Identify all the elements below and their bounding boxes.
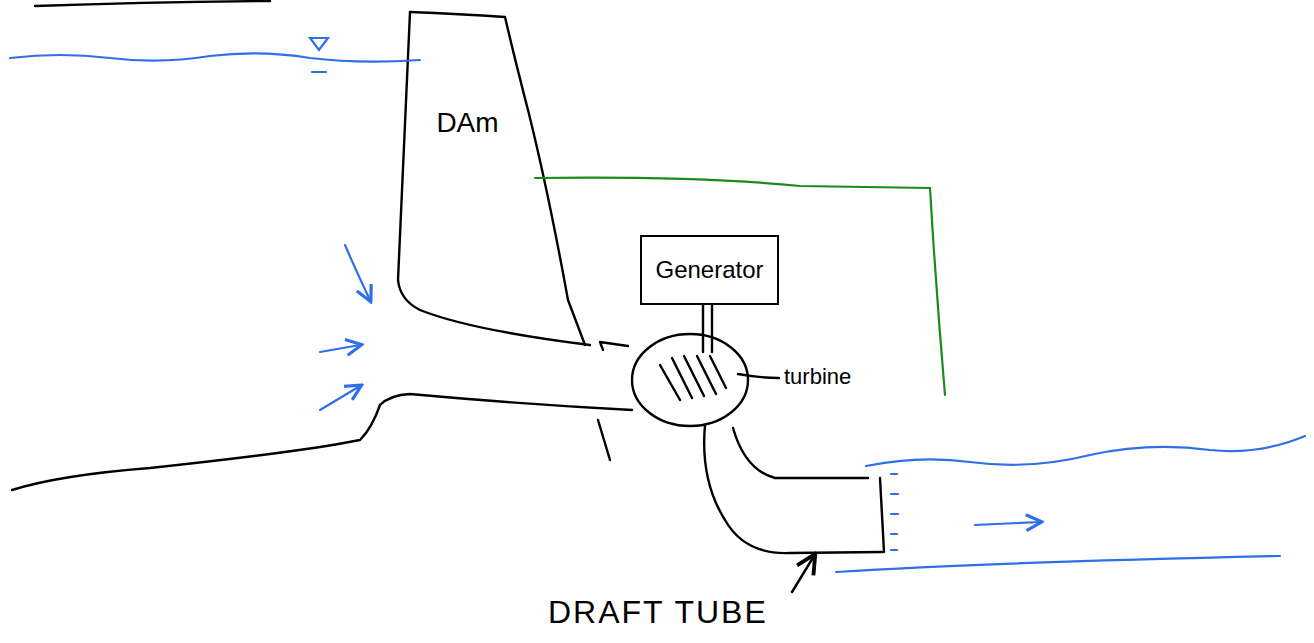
shaft — [703, 305, 712, 352]
penstock-bottom — [380, 394, 632, 410]
leader-line — [738, 374, 779, 378]
ground-line — [12, 405, 380, 490]
powerhouse-outline — [535, 178, 945, 395]
node-text: DAm — [436, 107, 498, 139]
turbine-blades — [660, 356, 726, 400]
generator-box: Generator — [640, 235, 779, 305]
upstream-water — [10, 53, 420, 61]
dam-label-area: DAm — [420, 95, 515, 150]
turbine-housing — [632, 334, 748, 426]
part-label: turbine — [784, 364, 851, 390]
top-line — [35, 1, 270, 6]
node-text: Generator — [655, 256, 763, 284]
river-bed — [836, 556, 1280, 572]
flow-arrow — [345, 245, 370, 300]
downstream-water — [866, 436, 1305, 466]
tick-line — [598, 420, 610, 460]
draft-tube-outer — [704, 425, 882, 553]
pointer-arrow — [792, 556, 814, 592]
flow-arrow — [975, 522, 1040, 525]
draft-tube-outlet — [880, 478, 884, 552]
part-label: DRAFT TUBE — [548, 594, 768, 631]
draft-tube-inner — [733, 428, 868, 478]
flow-arrow — [320, 386, 360, 410]
small-arrow — [600, 342, 628, 350]
flow-arrow — [320, 345, 360, 352]
outlet-flow — [891, 474, 898, 550]
water-level-symbol — [310, 38, 328, 72]
